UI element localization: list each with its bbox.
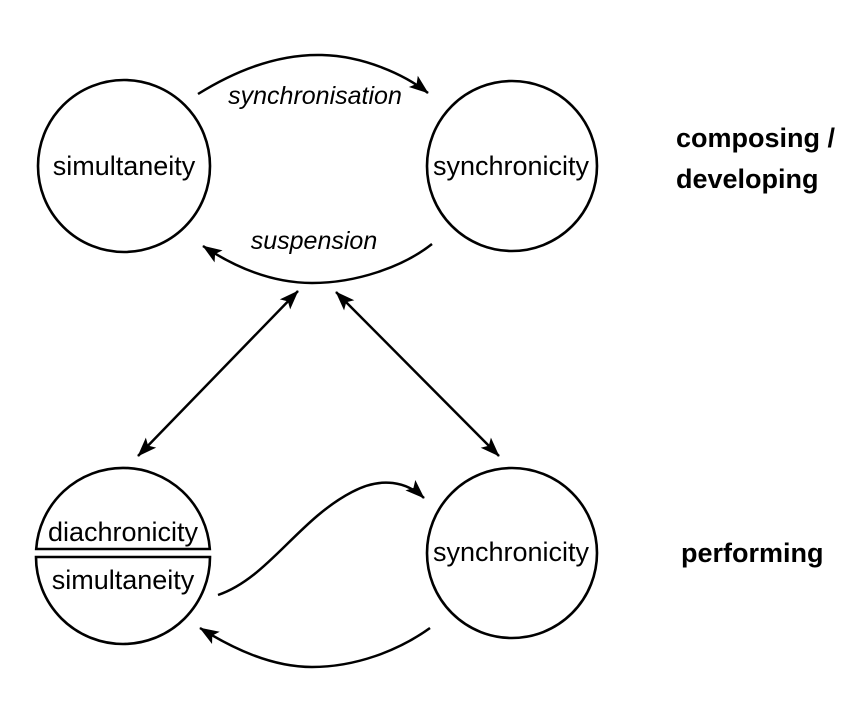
node-top-right-circle xyxy=(425,79,599,253)
node-bottom-left-upper-label: diachronicity xyxy=(48,517,199,547)
edge-label-synchronisation: synchronisation xyxy=(228,82,402,110)
double-arrow-right xyxy=(335,291,500,457)
side-label-performing: performing xyxy=(681,538,824,568)
node-bottom-left-lower-segment xyxy=(34,555,212,646)
node-bottom-left-upper-segment xyxy=(34,466,212,551)
node-bottom-left-split-circle xyxy=(34,466,212,646)
node-top-left-label: simultaneity xyxy=(53,151,196,181)
arrow-bottom-return xyxy=(199,626,431,669)
node-bottom-left-lower-label: simultaneity xyxy=(52,565,195,595)
edge-label-suspension: suspension xyxy=(251,227,377,255)
node-bottom-right-circle xyxy=(425,466,599,640)
edges xyxy=(137,53,500,669)
arrow-bottom-forward xyxy=(217,479,425,597)
double-arrow-left xyxy=(137,290,299,457)
arrow-synchronisation xyxy=(197,53,429,96)
side-label-composing-line1: composing / xyxy=(676,123,836,153)
node-top-left-circle xyxy=(36,78,212,254)
side-label-composing-line2: developing xyxy=(676,164,819,194)
node-bottom-right-label: synchronicity xyxy=(433,537,590,567)
node-top-right-label: synchronicity xyxy=(433,151,590,181)
arrow-suspension xyxy=(202,243,433,285)
